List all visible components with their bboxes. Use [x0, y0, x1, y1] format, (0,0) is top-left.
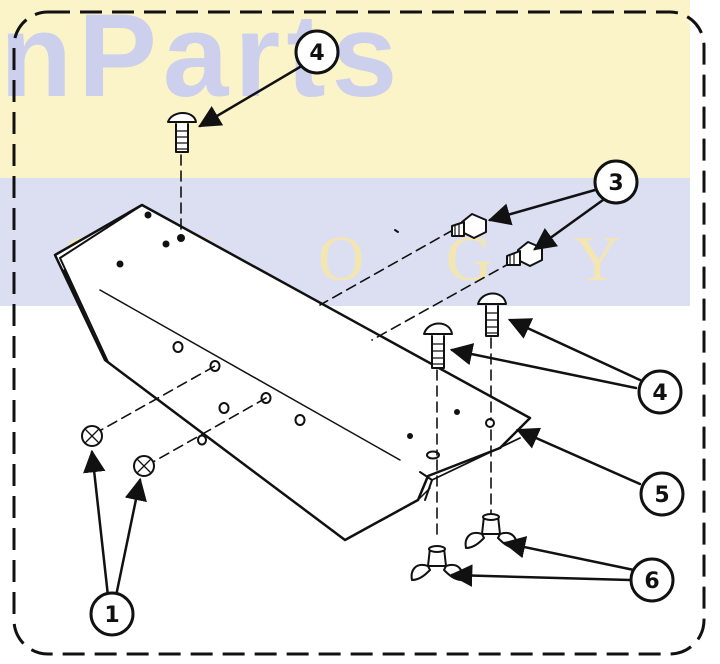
- alignment-lines: [93, 154, 513, 541]
- arrow-4-right-a: [449, 343, 638, 390]
- dashed-border: [12, 10, 706, 656]
- callout-4-top: 4: [294, 29, 340, 75]
- bracket-plate: [53, 203, 532, 542]
- flat-head-screw-right-b: [477, 292, 507, 337]
- watermark-letter-o2: O: [318, 223, 364, 294]
- callout-1-label: 1: [104, 603, 119, 628]
- callout-4-right-label: 4: [652, 381, 667, 406]
- arrow-4-right-b: [507, 318, 642, 382]
- hex-screw-upper: [451, 213, 487, 239]
- flat-head-screw-top: [167, 112, 197, 153]
- watermark-yellow-band: [0, 0, 690, 178]
- arrow-3-lower: [533, 198, 605, 251]
- callout-5-label: 5: [654, 483, 669, 508]
- acorn-nut-lower: [133, 455, 155, 477]
- callouts: 4 3 4 5 6 1: [89, 29, 685, 637]
- arrow-4-top: [198, 65, 302, 128]
- callout-3-label: 3: [608, 171, 623, 196]
- watermark-letter-y: Y: [574, 223, 620, 294]
- callout-5: 5: [639, 471, 685, 517]
- leader-arrows: [83, 65, 642, 598]
- callout-4-right: 4: [637, 369, 683, 415]
- callout-3: 3: [593, 159, 639, 205]
- arrow-1-b: [114, 477, 147, 598]
- callout-6-label: 6: [644, 569, 659, 594]
- arrow-3-upper: [487, 188, 597, 226]
- watermark-top-text: nParts: [0, 0, 403, 122]
- callout-6: 6: [629, 557, 675, 603]
- callout-4-top-label: 4: [309, 41, 324, 66]
- arrow-5: [515, 427, 642, 486]
- arrow-1-a: [83, 449, 110, 598]
- arrow-6-a: [449, 564, 632, 587]
- acorn-nut-upper: [81, 425, 103, 447]
- flat-head-screw-right-a: [423, 322, 453, 369]
- callout-1: 1: [89, 591, 135, 637]
- arrow-6-b: [502, 536, 636, 572]
